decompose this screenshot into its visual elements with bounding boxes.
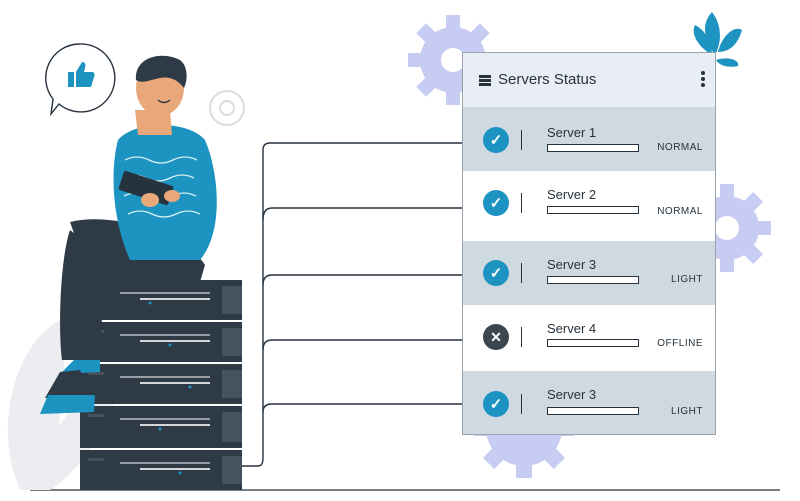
server-row[interactable]: ✓ Server 3 LIGHT	[463, 241, 715, 305]
connector-lines	[242, 142, 462, 467]
server-name: Server 4	[547, 321, 597, 336]
plant-icon	[693, 12, 742, 67]
more-options-icon[interactable]	[699, 71, 707, 91]
check-icon: ✓	[483, 127, 509, 153]
close-icon: ✕	[483, 324, 509, 350]
server-name: Server 1	[547, 125, 597, 140]
server-name: Server 3	[547, 257, 597, 272]
server-row[interactable]: ✓ Server 1 NORMAL	[463, 107, 715, 171]
server-status: NORMAL	[657, 206, 703, 217]
server-status: OFFLINE	[657, 338, 703, 349]
panel-header: Servers Status	[463, 53, 715, 107]
row-divider	[521, 263, 522, 283]
server-status: NORMAL	[657, 142, 703, 153]
server-row[interactable]: ✕ Server 4 OFFLINE	[463, 305, 715, 371]
thumbs-up-icon	[45, 43, 116, 117]
gear-icon	[209, 90, 245, 126]
row-divider	[521, 327, 522, 347]
server-name: Server 2	[547, 187, 597, 202]
gear-icon	[408, 15, 498, 105]
check-icon: ✓	[483, 391, 509, 417]
server-name: Server 3	[547, 387, 597, 402]
row-divider	[521, 394, 522, 414]
row-divider	[521, 130, 522, 150]
load-bar	[547, 276, 639, 284]
check-icon: ✓	[483, 190, 509, 216]
panel-title: Servers Status	[498, 71, 597, 88]
server-status: LIGHT	[671, 406, 703, 417]
server-row[interactable]: ✓ Server 3 LIGHT	[463, 371, 715, 434]
row-divider	[521, 193, 522, 213]
server-row[interactable]: ✓ Server 2 NORMAL	[463, 171, 715, 241]
list-icon	[479, 75, 491, 86]
check-icon: ✓	[483, 260, 509, 286]
server-status: LIGHT	[671, 274, 703, 285]
load-bar	[547, 206, 639, 214]
person-with-tablet	[40, 55, 217, 414]
servers-status-panel: Servers Status ✓ Server 1 NORMAL ✓ Serve…	[462, 52, 716, 435]
server-rack-icon	[80, 280, 242, 490]
load-bar	[547, 339, 639, 347]
load-bar	[547, 407, 639, 415]
load-bar	[547, 144, 639, 152]
